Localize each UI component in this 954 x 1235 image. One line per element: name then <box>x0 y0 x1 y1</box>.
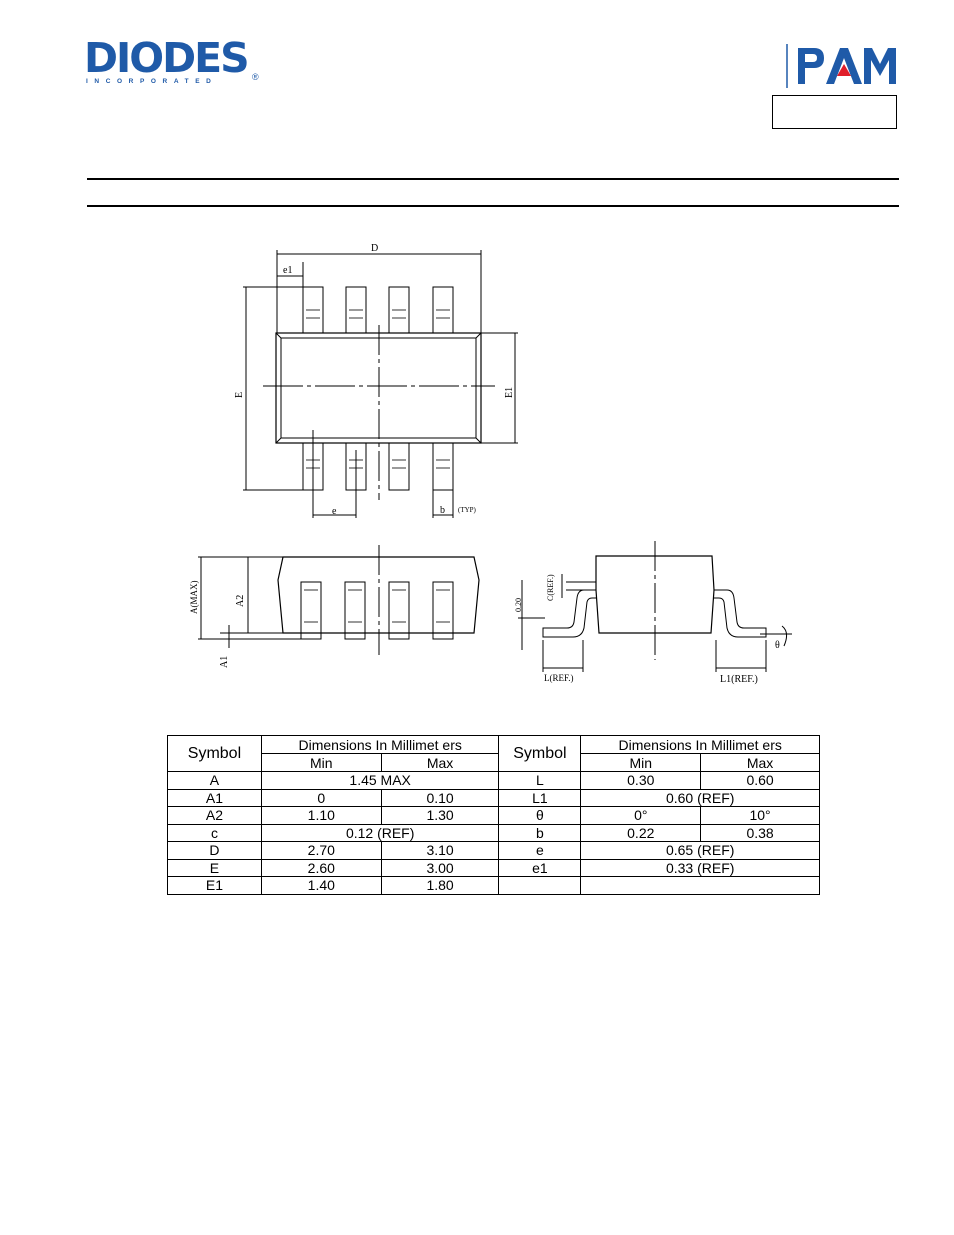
diodes-logo-word: DIODES <box>84 34 250 82</box>
cell-min-2: 0° <box>580 806 702 825</box>
symbol-header-2: Symbol <box>498 735 582 772</box>
table-header-row: Symbol Dimensions In Millimet ers Symbol… <box>167 735 820 772</box>
cell-symbol-2 <box>498 876 582 895</box>
header-rule-bottom <box>87 205 899 207</box>
label-C-ref: C(REF.) <box>546 574 555 601</box>
cell-min-2: 0.22 <box>580 823 702 842</box>
cell-min-2: 0.30 <box>580 771 702 790</box>
cell-value-2: 0.60 (REF) <box>580 788 820 807</box>
label-A-max: A(MAX) <box>189 581 199 615</box>
label-L1-ref: L1(REF.) <box>720 674 758 685</box>
label-E1: E1 <box>504 387 515 398</box>
label-E: E <box>234 392 245 398</box>
part-number-box <box>772 95 897 129</box>
max-header: Max <box>380 753 500 772</box>
symbol-header: Symbol <box>167 735 262 772</box>
diodes-logo: DIODES INCORPORATED ® <box>84 34 264 90</box>
cell-min: 2.70 <box>260 841 382 860</box>
cell-symbol: D <box>167 841 262 860</box>
dims-header: Dimensions In Millimet ers <box>260 735 500 754</box>
cell-symbol: c <box>167 823 262 842</box>
cell-max-2: 0.38 <box>700 823 820 842</box>
registered-mark: ® <box>252 72 259 82</box>
cell-value: 0.12 (REF) <box>260 823 500 842</box>
cell-symbol: A2 <box>167 806 262 825</box>
cell-max: 1.30 <box>380 806 500 825</box>
cell-symbol: E <box>167 858 262 877</box>
pam-logo <box>786 44 896 88</box>
cell-symbol-2: θ <box>498 806 582 825</box>
cell-min: 1.10 <box>260 806 382 825</box>
cell-max: 0.10 <box>380 788 500 807</box>
cell-symbol: A <box>167 771 262 790</box>
table-row: A 1.45 MAX L 0.30 0.60 <box>167 771 820 790</box>
label-b: b <box>440 505 445 516</box>
cell-symbol-2: L1 <box>498 788 582 807</box>
table-row: E 2.60 3.00 e1 0.33 (REF) <box>167 858 820 877</box>
table-row: A1 0 0.10 L1 0.60 (REF) <box>167 788 820 807</box>
cell-max-2: 10° <box>700 806 820 825</box>
cell-max: 3.10 <box>380 841 500 860</box>
cell-max: 3.00 <box>380 858 500 877</box>
label-A2: A2 <box>235 595 246 607</box>
dims-header-2: Dimensions In Millimet ers <box>580 735 820 754</box>
dimensions-table: Symbol Dimensions In Millimet ers Symbol… <box>167 735 820 895</box>
cell-symbol-2: e <box>498 841 582 860</box>
header-rule-top <box>87 178 899 180</box>
cell-min: 1.40 <box>260 876 382 895</box>
cell-max: 1.80 <box>380 876 500 895</box>
label-L-ref: L(REF.) <box>544 673 574 683</box>
table-row: E1 1.40 1.80 <box>167 876 820 895</box>
table-subheader-row: Min Max Min Max <box>168 753 820 772</box>
cell-symbol-2: b <box>498 823 582 842</box>
label-e: e <box>332 506 337 517</box>
min-header-2: Min <box>580 753 702 772</box>
label-D: D <box>371 243 378 254</box>
cell-max-2: 0.60 <box>700 771 820 790</box>
cell-symbol-2: e1 <box>498 858 582 877</box>
label-theta: θ <box>775 640 780 651</box>
label-A1: A1 <box>219 656 230 668</box>
cell-min: 2.60 <box>260 858 382 877</box>
label-typ: (TYP) <box>458 506 477 514</box>
package-outline-drawing: D e1 E E1 e b (TYP) A(MAX) A2 A1 C(REF.)… <box>189 243 792 685</box>
table-row: A2 1.10 1.30 θ 0° 10° <box>167 806 820 825</box>
label-gap: 0.20 <box>514 598 523 612</box>
cell-value-2 <box>580 876 820 895</box>
label-e1: e1 <box>283 265 292 276</box>
cell-symbol-2: L <box>498 771 582 790</box>
min-header: Min <box>260 753 382 772</box>
cell-min: 0 <box>260 788 382 807</box>
cell-symbol: E1 <box>167 876 262 895</box>
cell-symbol: A1 <box>167 788 262 807</box>
table-row: c 0.12 (REF) b 0.22 0.38 <box>167 823 820 842</box>
cell-value-2: 0.65 (REF) <box>580 841 820 860</box>
cell-value: 1.45 MAX <box>260 771 500 790</box>
max-header-2: Max <box>700 753 820 772</box>
cell-value-2: 0.33 (REF) <box>580 858 820 877</box>
diodes-logo-subtitle: INCORPORATED <box>86 78 218 85</box>
table-row: D 2.70 3.10 e 0.65 (REF) <box>167 841 820 860</box>
